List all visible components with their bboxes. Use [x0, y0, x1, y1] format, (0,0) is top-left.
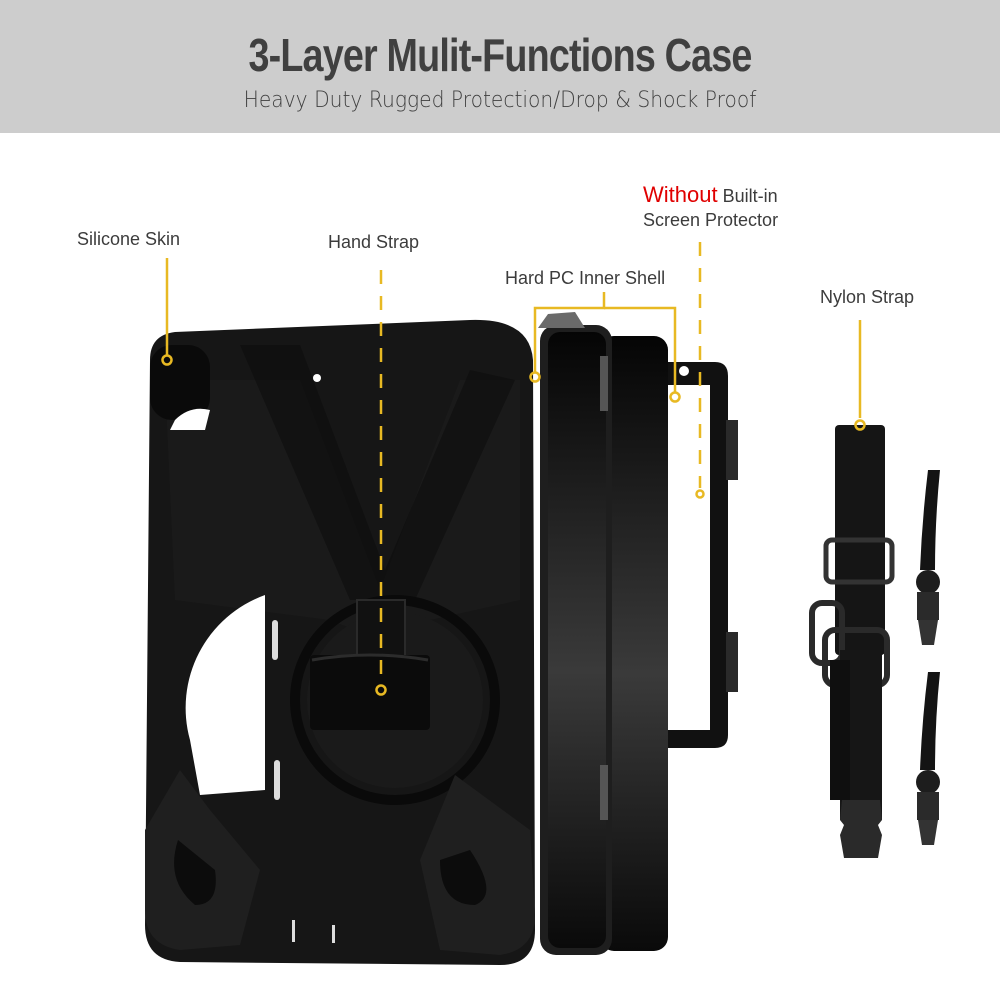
- label-screen-protector-line2: Screen Protector: [643, 210, 779, 230]
- label-silicone-skin: Silicone Skin: [77, 229, 181, 249]
- silicone-case: [145, 319, 535, 966]
- inner-shell: [538, 312, 668, 955]
- label-built-in: Built-in: [717, 186, 778, 206]
- label-without-emphasis: Without: [643, 182, 718, 207]
- header-banner: 3-Layer Mulit-Functions Case Heavy Duty …: [0, 0, 1000, 133]
- label-screen-protector: Without Built-in Screen Protector: [643, 183, 778, 232]
- page-subtitle: Heavy Duty Rugged Protection/Drop & Shoc…: [243, 88, 757, 113]
- label-nylon-strap: Nylon Strap: [820, 287, 915, 307]
- page-title: 3-Layer Mulit-Functions Case: [248, 29, 752, 81]
- label-hand-strap: Hand Strap: [328, 232, 420, 252]
- label-hard-pc-inner-shell: Hard PC Inner Shell: [505, 268, 666, 288]
- screen-frame: [660, 362, 738, 748]
- nylon-strap: [809, 425, 940, 858]
